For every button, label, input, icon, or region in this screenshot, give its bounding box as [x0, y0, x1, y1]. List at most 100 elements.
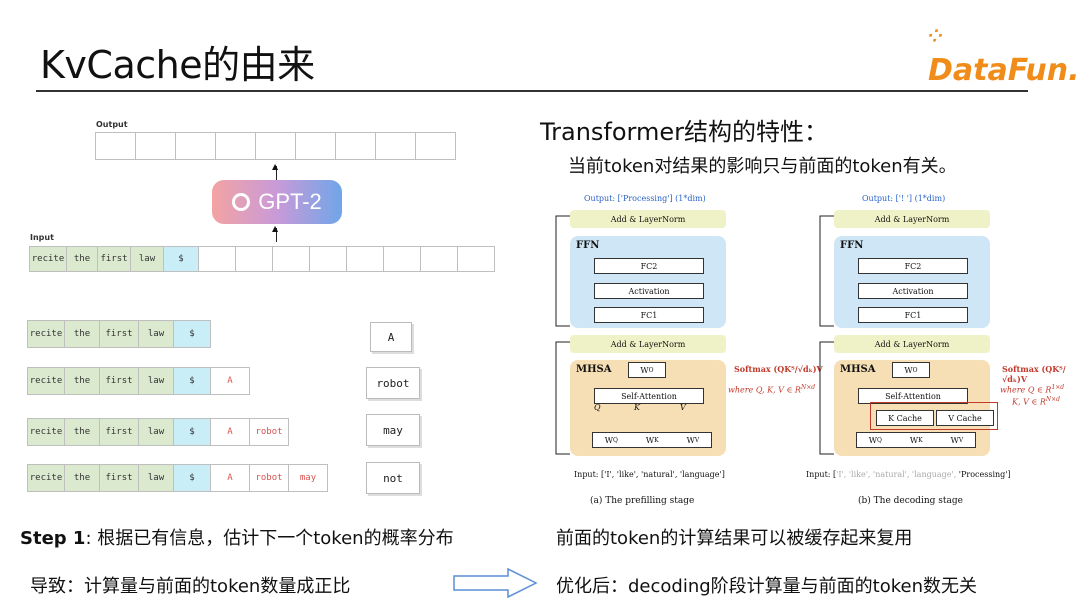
diagram-a-output: Output: ['Processing'] (1*dim): [584, 194, 706, 203]
input-token: law: [130, 246, 164, 272]
prediction-box: robot: [366, 367, 420, 399]
step-text: : 根据已有信息，估计下一个token的概率分布: [85, 528, 454, 549]
v-label: V: [680, 403, 686, 412]
empty-cell: [272, 246, 310, 272]
where-sup: N×d: [800, 384, 816, 391]
add-norm-mid: Add & LayerNorm: [570, 335, 726, 353]
add-norm-top: Add & LayerNorm: [570, 210, 726, 228]
step-description: Step 1: 根据已有信息，估计下一个token的概率分布: [20, 524, 454, 550]
fc2-box: FC2: [858, 258, 968, 274]
step-token: law: [138, 367, 174, 395]
step-token: $: [173, 320, 211, 348]
output-cell: [415, 132, 456, 160]
input-token: first: [97, 246, 131, 272]
where2-sup: N×d: [1045, 396, 1060, 403]
arrowhead-icon: ▲: [272, 162, 279, 171]
diagram-b-caption: (b) The decoding stage: [858, 496, 963, 506]
add-norm-top: Add & LayerNorm: [834, 210, 990, 228]
diagram-a-caption: (a) The prefilling stage: [590, 496, 695, 506]
datafun-logo: ⁘ DataFun.: [928, 18, 1080, 88]
residual-arrows-icon: [819, 215, 834, 455]
empty-cell: [235, 246, 273, 272]
wk-sub: K: [918, 436, 923, 444]
step-token: recite: [27, 367, 65, 395]
right-subheading: 当前token对结果的影响只与前面的token有关。: [568, 156, 957, 177]
model-name: GPT-2: [258, 189, 322, 214]
fc1-box: FC1: [594, 307, 704, 323]
step-token: recite: [27, 418, 65, 446]
prediction-box: not: [366, 462, 420, 494]
where-note: where Q, K, V ∈ RN×d: [728, 384, 815, 395]
mhsa-label: MHSA: [576, 364, 612, 375]
step-token: the: [64, 418, 100, 446]
prediction-box: may: [366, 414, 420, 446]
step-token: the: [64, 367, 100, 395]
wq-sub: Q: [613, 436, 618, 444]
self-attention-box: Self-Attention: [858, 388, 968, 404]
empty-cell: [383, 246, 421, 272]
empty-cell: [198, 246, 236, 272]
logo-dots-icon: ⁘: [928, 26, 944, 47]
step-token: recite: [27, 464, 65, 492]
output-cell: [135, 132, 176, 160]
softmax-label: Softmax: [734, 364, 771, 374]
input-new: 'Processing']: [956, 470, 1011, 479]
empty-cell: [420, 246, 458, 272]
output-cell: [175, 132, 216, 160]
wo-sub: O: [912, 366, 918, 374]
activation-box: Activation: [594, 283, 704, 299]
step-row: recite the first law $ A: [27, 367, 250, 395]
arrow-up-icon: [276, 166, 277, 180]
k-cache-box: K Cache: [876, 410, 934, 426]
step-token: $: [173, 418, 211, 446]
optimized-caption: 优化后：decoding阶段计算量与前面的token数无关: [556, 576, 978, 597]
wk-sub: K: [654, 436, 659, 444]
wv-text: W: [686, 435, 695, 445]
right-heading: Transformer结构的特性：: [540, 118, 829, 146]
output-cell: [95, 132, 136, 160]
generated-token: robot: [249, 464, 289, 492]
step-token: first: [99, 367, 139, 395]
q-label: Q: [594, 403, 601, 412]
empty-cell: [457, 246, 495, 272]
step-token: the: [64, 320, 100, 348]
ffn-label: FFN: [840, 240, 864, 251]
activation-box: Activation: [858, 283, 968, 299]
where2-text: K, V ∈ R: [1012, 397, 1046, 407]
where-text: where Q, K, V ∈ R: [728, 385, 801, 395]
logo-text: DataFun.: [928, 53, 1080, 88]
where-note: where Q ∈ R1×d: [1000, 384, 1064, 395]
wk-text: W: [645, 435, 655, 445]
title-divider: [36, 90, 1028, 92]
input-row: recite the first law $: [29, 246, 495, 272]
softmax-formula: Softmax (QKᵀ/√dₖ)V: [1002, 364, 1066, 384]
v-cache-box: V Cache: [936, 410, 994, 426]
k-label: K: [634, 403, 640, 412]
page-title: KvCache的由来: [40, 43, 315, 87]
where-note-2: K, V ∈ RN×d: [1012, 396, 1060, 407]
step-token: first: [99, 320, 139, 348]
output-cell: [295, 132, 336, 160]
softmax-label: Softmax: [1002, 364, 1039, 374]
wk-text: W: [909, 435, 919, 445]
step-token: law: [138, 418, 174, 446]
generated-token: may: [288, 464, 328, 492]
generated-token: A: [210, 367, 250, 395]
step-token: first: [99, 464, 139, 492]
wv-sub: V: [958, 436, 964, 444]
add-norm-mid: Add & LayerNorm: [834, 335, 990, 353]
wq-text: W: [604, 435, 613, 445]
wq-sub: Q: [877, 436, 882, 444]
output-cell: [215, 132, 256, 160]
mhsa-label: MHSA: [840, 364, 876, 375]
gpt2-model-block: GPT-2: [212, 180, 342, 224]
openai-logo-icon: [232, 193, 251, 211]
fc2-box: FC2: [594, 258, 704, 274]
input-faded: 'I', 'like', 'natural', 'language',: [836, 470, 957, 479]
arrow-up-icon: [276, 228, 277, 242]
step-token: $: [173, 367, 211, 395]
right-arrow-icon: [453, 567, 538, 599]
